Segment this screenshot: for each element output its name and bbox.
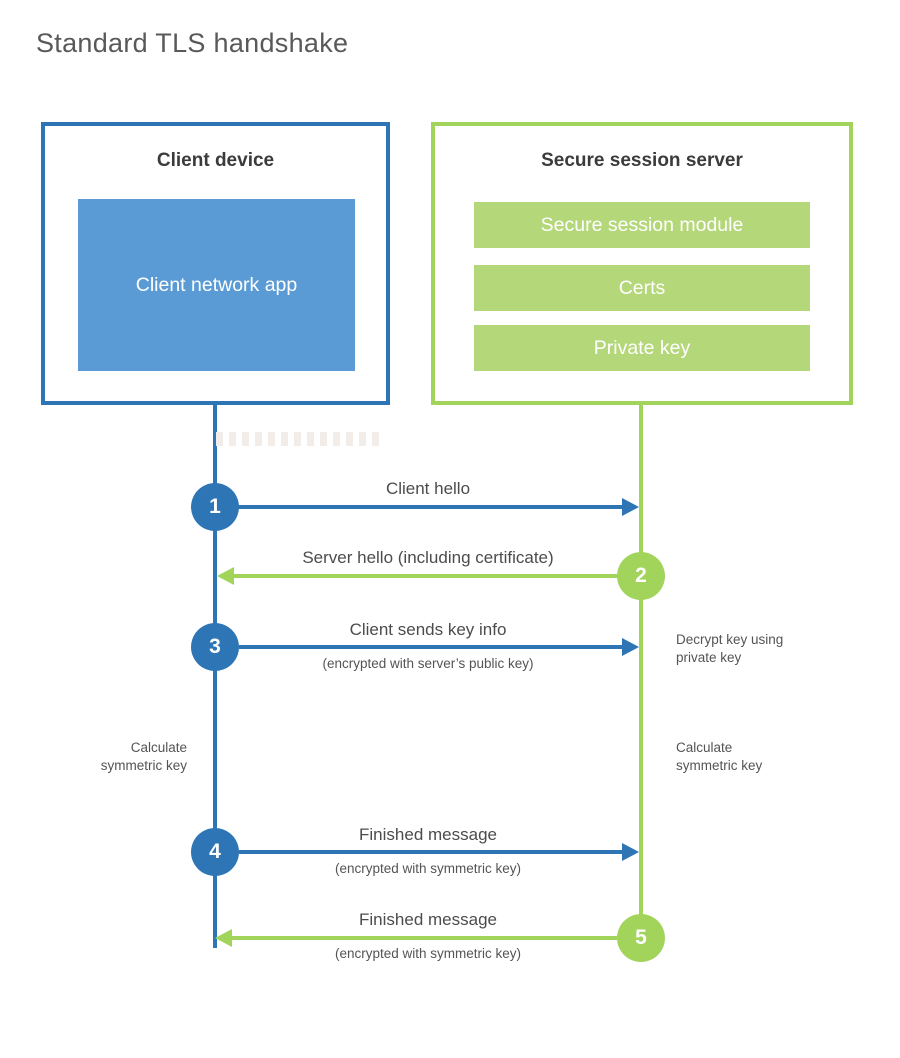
step-number: 3 bbox=[209, 635, 221, 658]
server-module-label: Private key bbox=[593, 336, 691, 359]
server-module-label: Secure session module bbox=[540, 213, 744, 236]
server-lifeline bbox=[639, 405, 643, 938]
message-5-label: Finished message bbox=[359, 910, 497, 929]
arrow-1-line bbox=[215, 505, 625, 509]
message-4-label: Finished message bbox=[359, 825, 497, 844]
faint-dashed-artifact bbox=[216, 432, 384, 446]
step-5-badge: 5 bbox=[617, 914, 665, 962]
server-module-label: Certs bbox=[618, 276, 666, 299]
client-lifeline bbox=[213, 405, 217, 948]
note-calculate-symmetric-key-client: Calculate symmetric key bbox=[100, 740, 187, 773]
step-2-badge: 2 bbox=[617, 552, 665, 600]
arrow-4-line bbox=[239, 850, 625, 854]
message-2-label: Server hello (including certificate) bbox=[302, 548, 554, 567]
message-5-sublabel: (encrypted with symmetric key) bbox=[334, 946, 522, 961]
step-4-badge: 4 bbox=[191, 828, 239, 876]
arrow-2-line bbox=[232, 574, 617, 578]
arrow-5-head-left-icon bbox=[215, 929, 232, 947]
step-number: 2 bbox=[635, 564, 647, 587]
message-3-sublabel: (encrypted with server’s public key) bbox=[322, 656, 534, 671]
arrow-5-line bbox=[230, 936, 617, 940]
server-module-private-key: Private key bbox=[474, 325, 810, 371]
message-4-sublabel: (encrypted with symmetric key) bbox=[334, 861, 522, 876]
arrow-1-head-right-icon bbox=[622, 498, 639, 516]
page-title: Standard TLS handshake bbox=[36, 28, 349, 58]
secure-session-server-title: Secure session server bbox=[541, 150, 743, 171]
note-calculate-symmetric-key-server: Calculate symmetric key bbox=[676, 740, 763, 773]
arrow-4-head-right-icon bbox=[622, 843, 639, 861]
note-decrypt-key: Decrypt key using private key bbox=[676, 632, 784, 665]
arrow-3-line bbox=[239, 645, 625, 649]
arrow-2-head-left-icon bbox=[217, 567, 234, 585]
message-3-label: Client sends key info bbox=[349, 620, 507, 639]
step-number: 4 bbox=[209, 840, 221, 863]
step-number: 5 bbox=[635, 926, 647, 949]
client-network-app-label: Client network app bbox=[135, 273, 298, 296]
server-module-secure-session-module: Secure session module bbox=[474, 202, 810, 248]
client-network-app-box: Client network app bbox=[78, 199, 355, 371]
arrow-3-head-right-icon bbox=[622, 638, 639, 656]
step-1-badge: 1 bbox=[191, 483, 239, 531]
step-3-badge: 3 bbox=[191, 623, 239, 671]
server-module-certs: Certs bbox=[474, 265, 810, 311]
message-1-label: Client hello bbox=[385, 479, 471, 498]
client-device-title: Client device bbox=[156, 150, 275, 171]
step-number: 1 bbox=[209, 495, 221, 518]
